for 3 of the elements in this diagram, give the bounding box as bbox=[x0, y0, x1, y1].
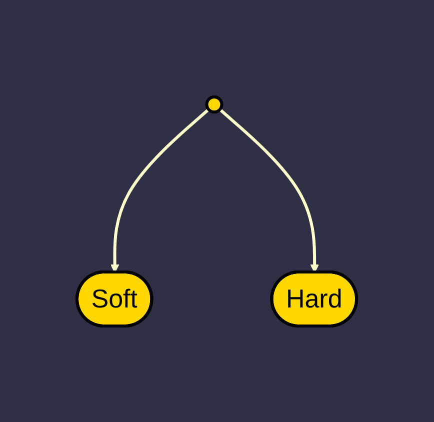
arrow bbox=[110, 108, 210, 272]
arrow bbox=[219, 108, 320, 272]
node-circle bbox=[205, 95, 224, 113]
